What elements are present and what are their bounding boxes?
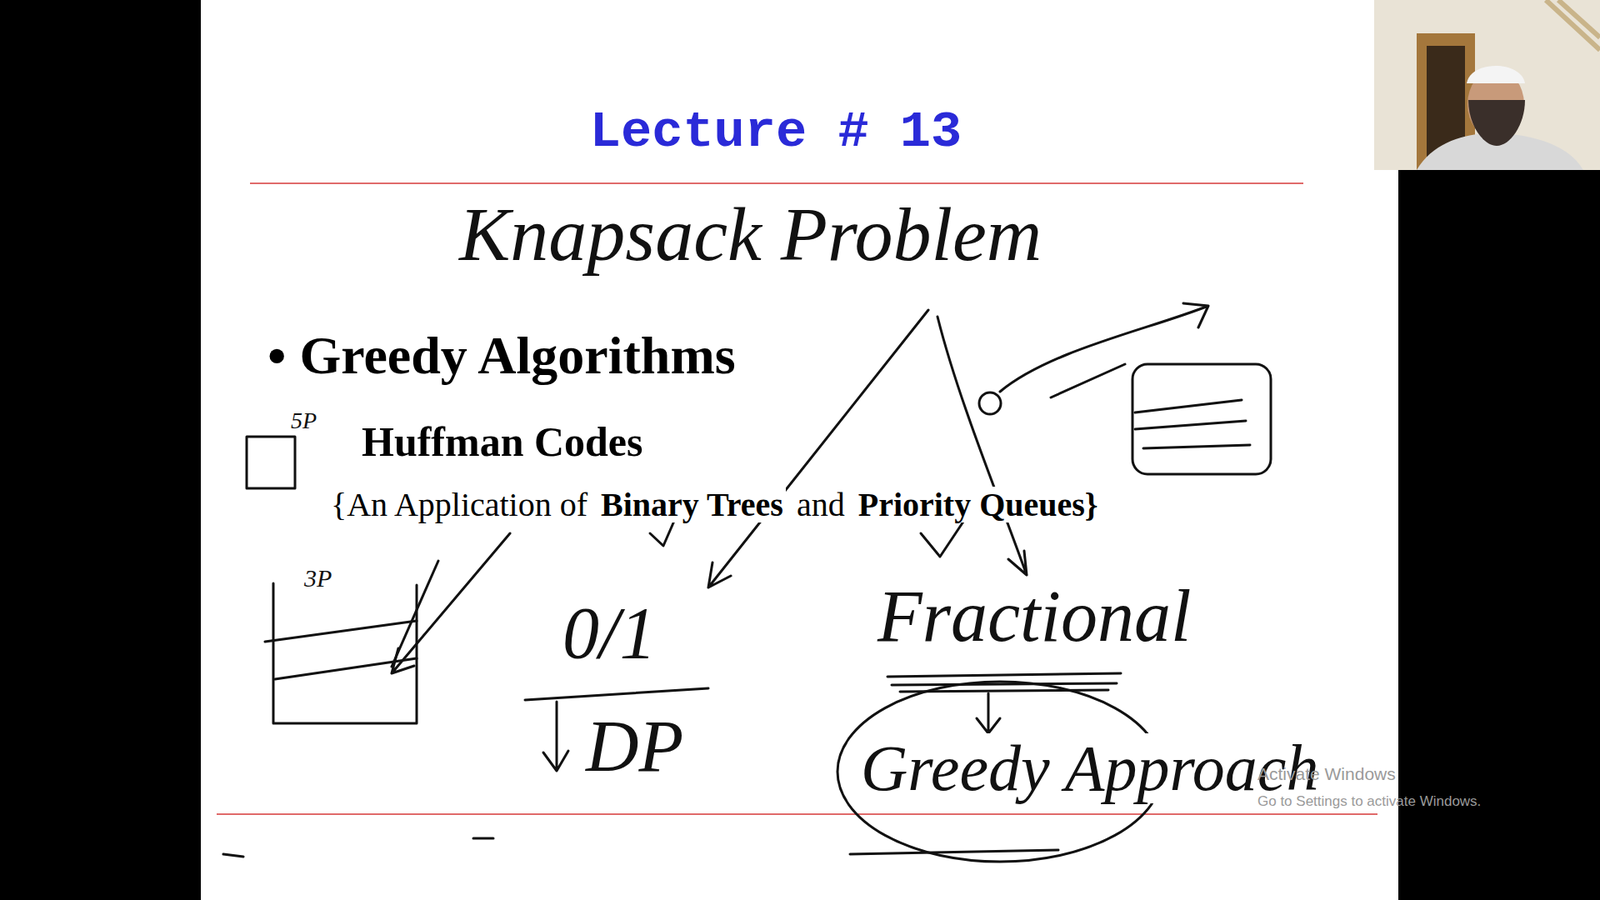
webcam-person-cap xyxy=(1466,65,1525,84)
ink-arrow xyxy=(1000,303,1209,392)
ink-arrow xyxy=(976,693,1000,734)
slide-background xyxy=(200,0,1399,900)
ink-arrow xyxy=(543,701,569,771)
subtitle-text: and xyxy=(794,486,848,523)
subtitle-emphasis: Priority Queues} xyxy=(855,486,1101,523)
sub-heading: Huffman Codes xyxy=(359,419,646,465)
handwritten-method: Greedy Approach xyxy=(858,733,1321,804)
top-rule xyxy=(250,182,1304,185)
ink-box xyxy=(246,436,295,489)
ink-box xyxy=(273,583,417,724)
handwritten-branch: 0/1 xyxy=(560,593,659,673)
bullet-heading: • Greedy Algorithms xyxy=(265,326,739,385)
ink-stroke xyxy=(391,560,439,667)
watermark: Activate Windows xyxy=(1255,765,1399,785)
ink-stroke xyxy=(1050,364,1125,398)
ink-item xyxy=(979,392,1001,415)
ink-lines xyxy=(1135,400,1250,449)
subtitle-emphasis: Binary Trees xyxy=(598,486,786,523)
slide-title: Lecture # 13 xyxy=(590,105,962,161)
bottom-rule xyxy=(216,813,1378,815)
webcam-thumbnail xyxy=(1374,0,1600,170)
subtitle-text: {An Application of xyxy=(328,486,590,523)
handwritten-method: DP xyxy=(583,706,686,786)
ink-check xyxy=(920,516,967,557)
ink-dash xyxy=(223,838,494,857)
handwritten-note: 5P xyxy=(288,408,320,434)
ink-underline xyxy=(525,688,709,700)
webcam-person-beard xyxy=(1468,100,1525,146)
handwritten-branch: Fractional xyxy=(875,576,1194,656)
webcam-rail xyxy=(1545,0,1600,50)
ink-bag xyxy=(1132,364,1271,475)
ink-arrow xyxy=(937,316,1027,575)
subtitle-line: {An Application ofBinary TreesandPriorit… xyxy=(328,486,1101,523)
handwritten-note: 3P xyxy=(301,565,335,592)
ink-underline xyxy=(850,850,1059,855)
watermark: Go to Settings to activate Windows. xyxy=(1255,794,1484,810)
ink-arrow xyxy=(708,310,929,588)
webcam-background xyxy=(1374,0,1600,170)
handwritten-heading: Knapsack Problem xyxy=(456,193,1045,276)
ink-arrow xyxy=(391,533,510,674)
